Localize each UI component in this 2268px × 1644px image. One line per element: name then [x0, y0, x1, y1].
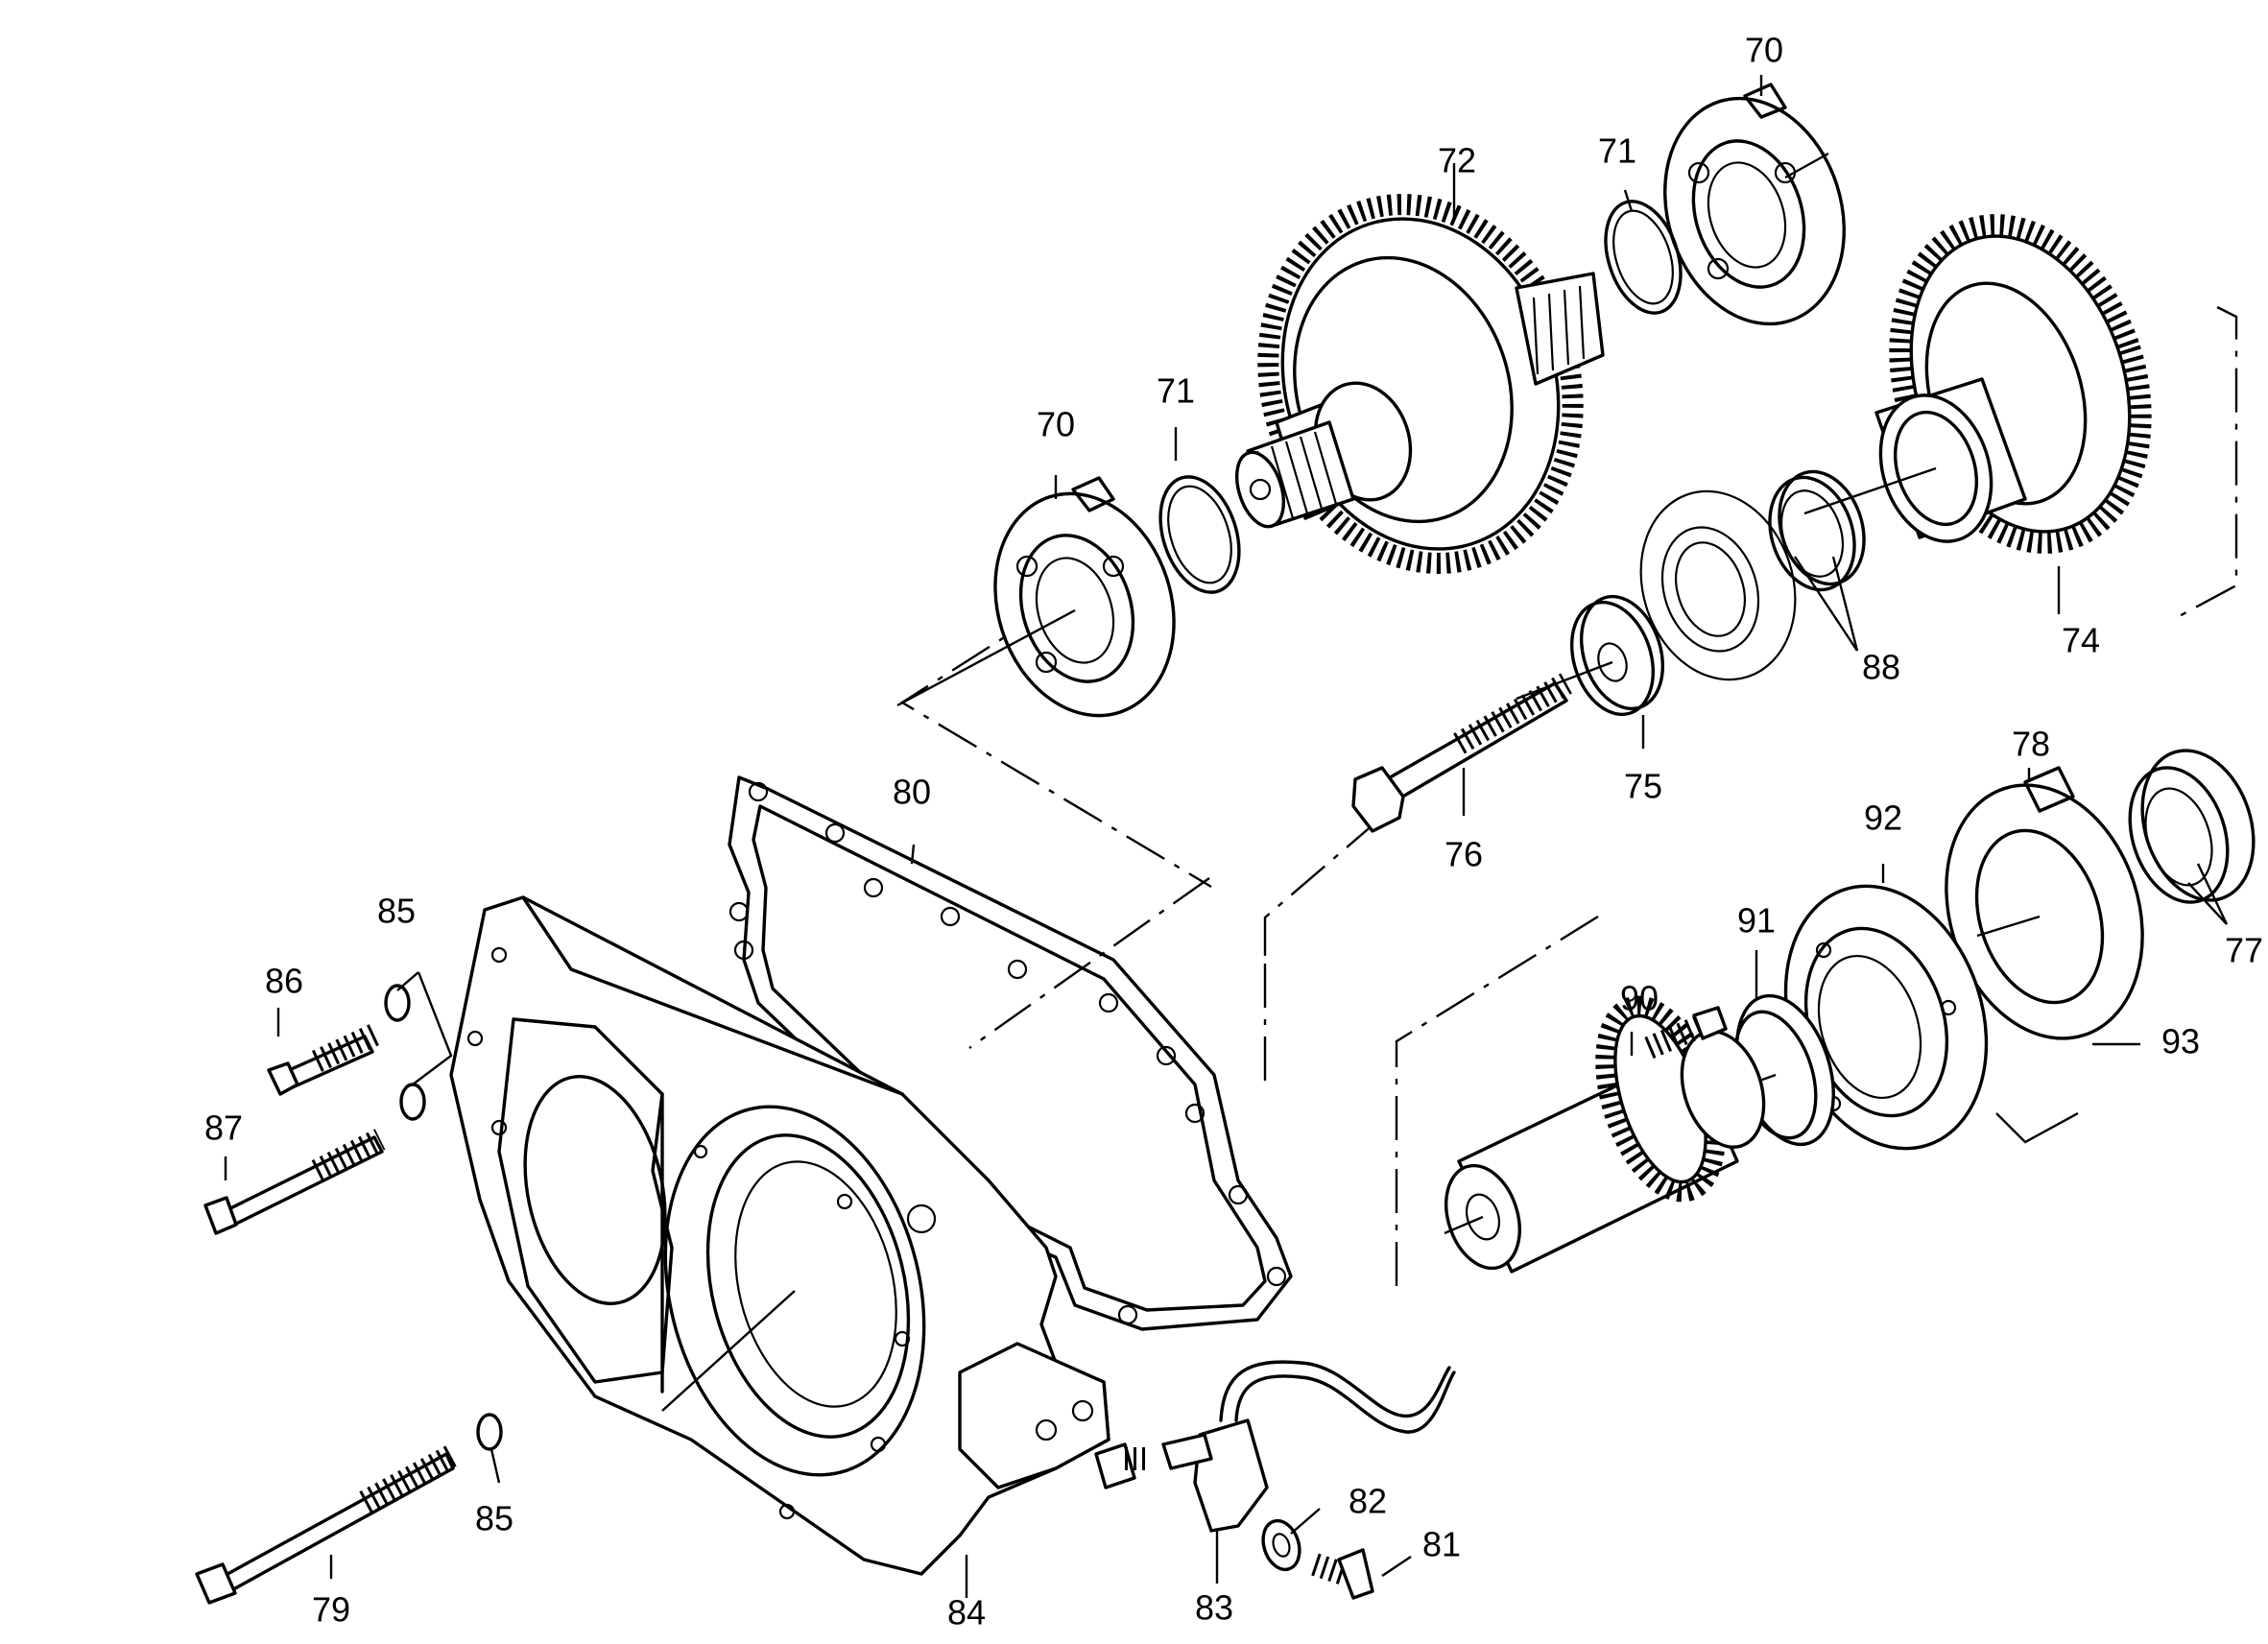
callout-84: 84 — [947, 1593, 986, 1632]
callout-70-upper: 70 — [1745, 31, 1783, 70]
part-81-socket-head-screw — [1311, 1548, 1374, 1600]
callout-91: 91 — [1737, 901, 1776, 941]
part-92-bearing-cover — [1783, 884, 1989, 1151]
callout-86: 86 — [265, 962, 303, 1001]
part-79-long-bolt — [195, 1445, 457, 1605]
part-82-sealing-washer — [1261, 1518, 1301, 1572]
part-83-speed-sensor-with-cable — [1161, 1360, 1456, 1533]
part-90-output-shaft-with-pinion — [1444, 995, 1766, 1274]
callout-75: 75 — [1624, 767, 1662, 806]
part-76-hex-bolt — [1351, 673, 1572, 833]
callout-83: 83 — [1195, 1588, 1233, 1628]
callout-85-lower: 85 — [475, 1499, 513, 1538]
callout-90: 90 — [1620, 979, 1659, 1018]
part-72-helical-gear-shaft — [1234, 194, 1605, 574]
callout-72: 72 — [1438, 141, 1476, 180]
part-93-cap-screw — [1644, 1006, 1728, 1060]
callout-93: 93 — [2161, 1022, 2200, 1061]
callout-71-lower: 71 — [1157, 371, 1195, 411]
callout-88: 88 — [1862, 648, 1900, 687]
roller-bearing-thin-outline — [1639, 489, 1797, 681]
callout-71-upper: 71 — [1598, 131, 1636, 171]
callout-92: 92 — [1864, 798, 1902, 838]
callout-76: 76 — [1444, 835, 1483, 874]
part-86-bolt — [267, 1024, 380, 1096]
part-71-snap-ring-lower — [1158, 475, 1241, 594]
callout-79: 79 — [312, 1590, 350, 1630]
part-84-transfer-case-housing — [449, 895, 1110, 1576]
part-70-upper-ball-bearing — [1663, 83, 1846, 326]
callout-81: 81 — [1422, 1525, 1461, 1564]
callout-labels: 70 71 72 70 71 74 88 75 76 78 92 77 91 9… — [204, 31, 2263, 1632]
callout-87: 87 — [204, 1108, 243, 1148]
callout-leader-lines — [224, 75, 2229, 1598]
callout-70-lower: 70 — [1037, 405, 1075, 444]
callout-82: 82 — [1349, 1482, 1387, 1521]
part-87-long-bolt — [203, 1129, 386, 1235]
part-70-lower-ball-bearing — [896, 476, 1176, 718]
callout-85-upper: 85 — [377, 892, 416, 931]
callout-80: 80 — [893, 773, 931, 812]
part-74-output-helical-gear — [1803, 214, 2152, 554]
part-77-split-retaining-rings — [2128, 749, 2256, 904]
callout-74: 74 — [2062, 621, 2100, 660]
callout-78: 78 — [2012, 725, 2050, 764]
part-71-snap-ring-upper — [1604, 200, 1683, 315]
callout-77: 77 — [2225, 931, 2263, 970]
drain-plug — [1094, 1442, 1147, 1489]
part-80-housing-gasket — [728, 775, 1293, 1331]
